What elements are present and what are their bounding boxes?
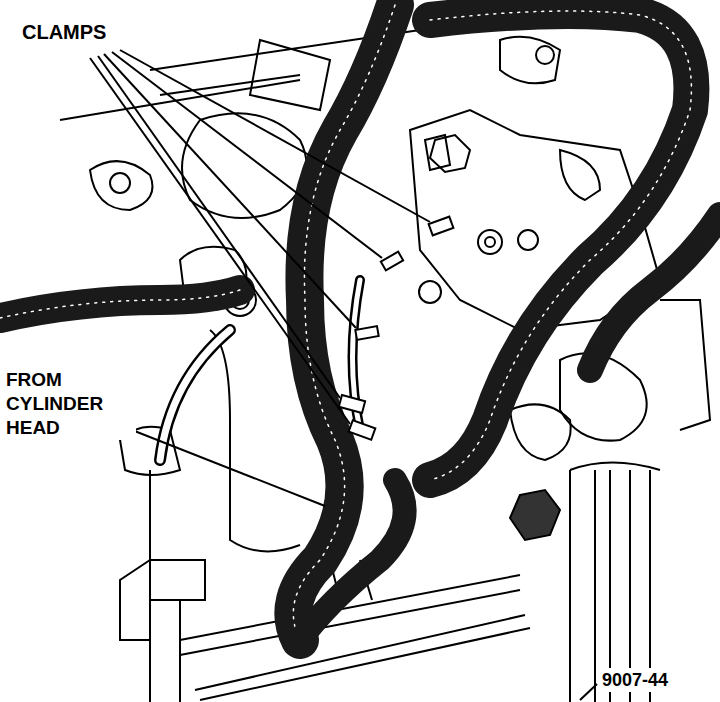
engine-outline <box>536 46 554 64</box>
engine-outline <box>110 173 130 193</box>
hose-clamps <box>349 420 376 439</box>
coolant-hoses <box>0 5 720 640</box>
engine-outline <box>150 600 180 702</box>
leader-lines <box>112 52 382 258</box>
engine-outline <box>570 463 660 471</box>
hose-clamps <box>355 326 378 340</box>
engine-outline <box>250 40 330 110</box>
engine-outline <box>500 37 560 84</box>
coolant-hoses <box>160 330 230 460</box>
leader-lines <box>98 56 340 398</box>
coolant-hoses <box>160 330 230 460</box>
engine-outline <box>90 161 153 210</box>
engine-outline <box>660 300 710 430</box>
leader-lines <box>120 50 430 222</box>
hex-nut <box>510 490 560 540</box>
engine-outline <box>478 230 502 254</box>
leader-lines <box>132 430 325 506</box>
engine-outline <box>510 404 571 460</box>
leader-lines <box>580 684 597 700</box>
engine-outline <box>430 135 470 172</box>
coolant-hoses <box>590 215 720 370</box>
hex-nut <box>510 490 560 540</box>
engine-outline <box>518 230 538 250</box>
callout-label: CLAMPS <box>20 20 108 44</box>
hose-clamps <box>381 252 403 271</box>
coolant-hoses <box>300 480 405 640</box>
leader-lines <box>104 54 356 328</box>
callout-label: FROM CYLINDER HEAD <box>4 368 136 440</box>
engine-outline <box>150 470 205 600</box>
hose-clamps <box>339 217 454 440</box>
coolant-hoses <box>430 11 691 480</box>
engine-outline <box>60 30 710 702</box>
engine-outline <box>120 560 150 640</box>
coolant-hoses <box>0 290 240 318</box>
figure-number: 9007-44 <box>600 668 670 692</box>
leader-lines <box>90 50 597 700</box>
hose-clamps <box>339 395 365 413</box>
coolant-hoses <box>430 11 691 480</box>
coolant-hoses <box>0 290 240 318</box>
engine-outline <box>485 237 495 247</box>
engine-outline <box>210 330 300 551</box>
engine-outline <box>419 281 441 303</box>
engine-outline <box>560 150 600 200</box>
hose-clamps <box>429 217 454 236</box>
